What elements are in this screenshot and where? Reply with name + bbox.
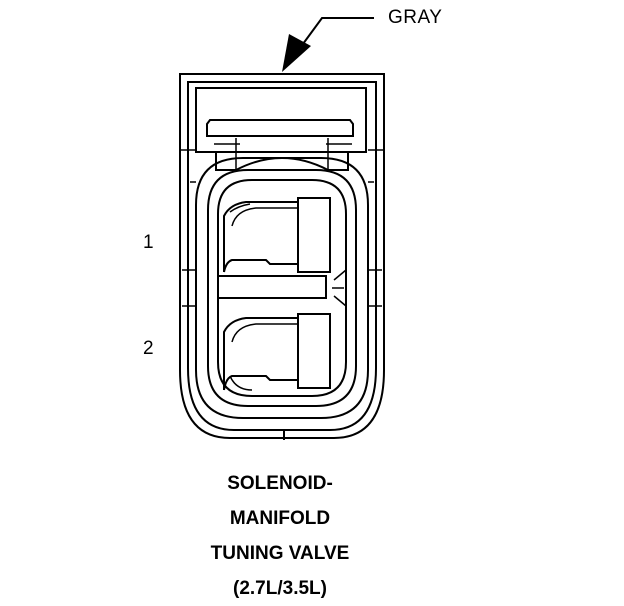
caption-line-1: SOLENOID- (227, 473, 333, 494)
connector-side-rails (180, 149, 384, 307)
pin-label-1: 1 (143, 232, 154, 253)
terminal-shroud-outer (195, 157, 369, 419)
terminal-cavity-wall (217, 179, 347, 397)
caption-line-4: (2.7L/3.5L) (233, 578, 327, 599)
terminal-shroud-inner (207, 169, 357, 407)
cavity-divider (218, 269, 347, 307)
pin-label-2: 2 (143, 338, 154, 359)
connector-housing-outer (179, 73, 385, 439)
terminal-cavity-1 (223, 197, 331, 273)
component-caption: SOLENOID- MANIFOLD TUNING VALVE (2.7L/3.… (150, 466, 410, 606)
color-callout-label: GRAY (388, 7, 443, 28)
caption-line-3: TUNING VALVE (210, 543, 350, 564)
connector-housing-inner (187, 81, 377, 431)
caption-line-2: MANIFOLD (229, 508, 331, 529)
terminal-cavity-2 (223, 313, 331, 391)
connector-latch (195, 87, 367, 171)
color-callout-leader (282, 17, 374, 72)
